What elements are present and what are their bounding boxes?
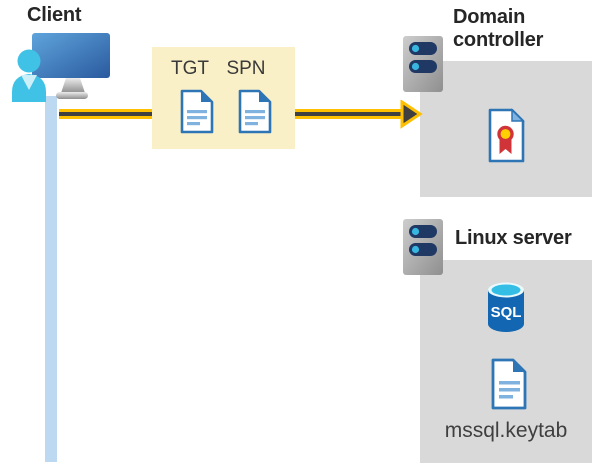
sql-text: SQL <box>491 304 522 321</box>
client-timeline-line <box>45 96 57 462</box>
user-icon <box>12 49 46 102</box>
domain-controller-server-icon <box>403 36 443 92</box>
keytab-filename-label: mssql.keytab <box>444 419 568 442</box>
keytab-document-icon <box>491 358 527 410</box>
spn-label: SPN <box>226 58 266 79</box>
linux-server-icon <box>403 219 443 275</box>
domain-controller-label: Domain controller <box>453 6 544 51</box>
certificate-icon <box>488 108 525 163</box>
sql-database-icon: SQL <box>488 282 524 332</box>
monitor-icon <box>32 33 110 99</box>
client-label: Client <box>27 4 82 26</box>
tgt-label: TGT <box>171 58 209 79</box>
client-computer-user-icon <box>12 33 110 102</box>
linux-server-label: Linux server <box>455 227 572 249</box>
tgt-document-icon <box>180 89 214 134</box>
spn-document-icon <box>238 89 272 134</box>
ticket-panel: TGT SPN <box>152 47 295 149</box>
